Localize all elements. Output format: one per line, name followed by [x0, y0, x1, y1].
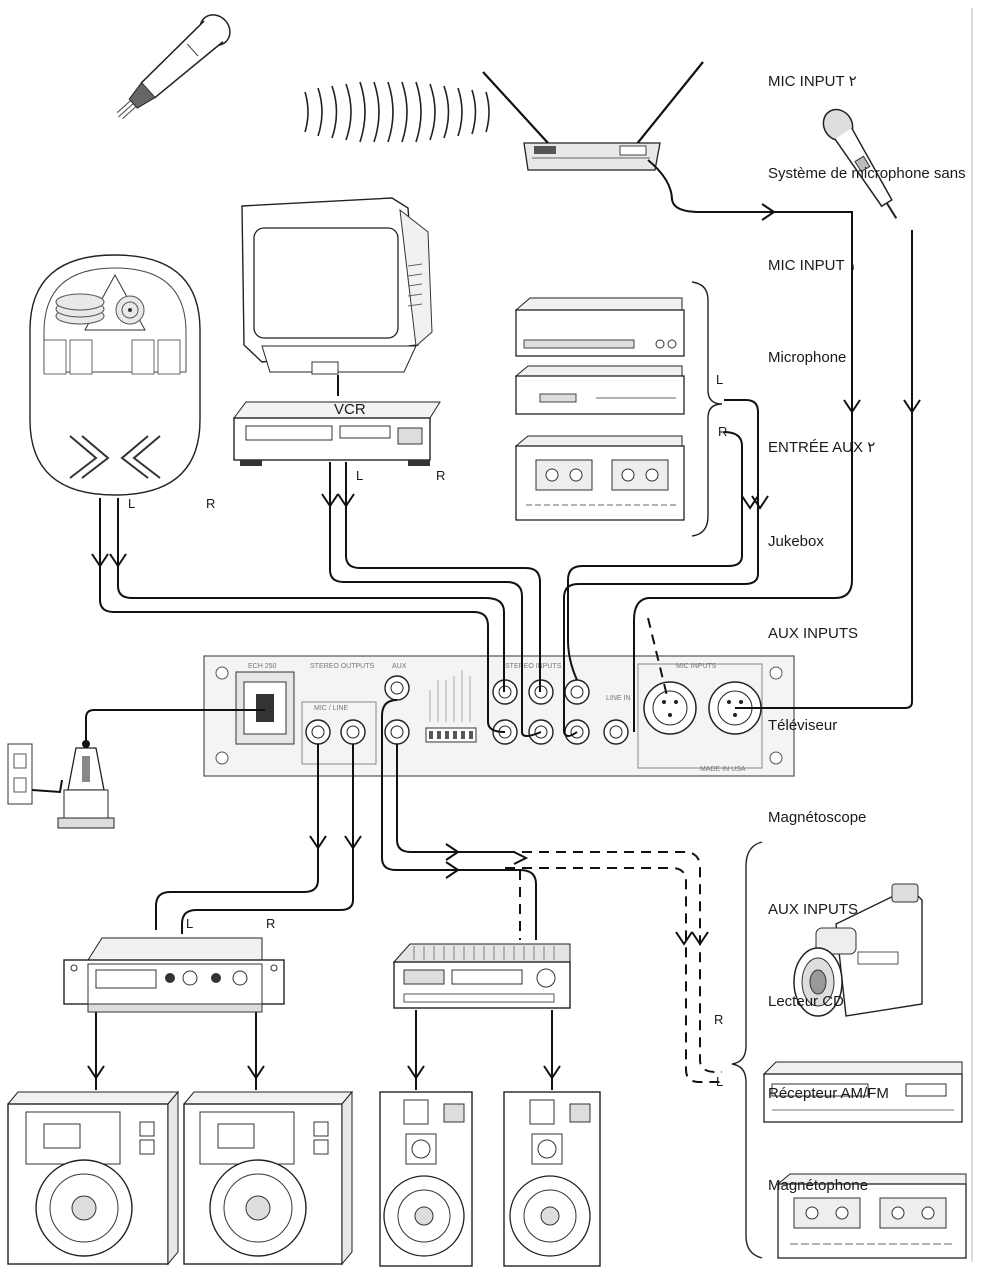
- label-mic-input-2: MIC INPUT ٢: [768, 73, 857, 90]
- stick-microphone-icon: [822, 108, 898, 219]
- jukebox-icon: [29, 254, 201, 496]
- tape-deck-icon: [776, 1173, 967, 1259]
- panel-aux-text: AUX: [392, 663, 407, 670]
- panel-made-in-text: MADE IN USA: [700, 766, 746, 773]
- label-aux-input-2: ENTRÉE AUX ٢: [768, 439, 875, 456]
- mixer-panel: ECH 250 STEREO OUTPUTS MIC / LINE AUX ST…: [203, 655, 795, 777]
- panel-power-text: ECH 250: [248, 663, 277, 670]
- panel-mic-line-text: MIC / LINE: [314, 705, 349, 712]
- amp-right-label: R: [266, 916, 275, 931]
- jukebox-left-label: L: [128, 496, 135, 511]
- label-aux-inputs-top: AUX INPUTS: [768, 625, 858, 642]
- handheld-microphone-icon: [116, 14, 231, 119]
- speaker-right-2-icon: [503, 1091, 601, 1267]
- recorder-left-label: L: [716, 1074, 723, 1089]
- stack-left-label: L: [716, 372, 723, 387]
- stack-right-label: R: [718, 424, 727, 439]
- panel-mic-inputs-text: MIC INPUTS: [676, 663, 717, 670]
- channel-labels: L R L R L R L R R L: [128, 372, 727, 1089]
- label-vcr-fr: Magnétoscope: [768, 809, 866, 826]
- wall-outlet-icon: [7, 743, 63, 805]
- label-tape-deck: Magnétophone: [768, 1177, 868, 1194]
- stereo-amplifier-icon: [392, 943, 571, 1009]
- panel-stereo-inputs-text: STEREO INPUTS: [505, 663, 562, 670]
- vcr-label: VCR: [334, 401, 366, 418]
- curly-brace-top: [691, 281, 723, 537]
- vcr-icon: VCR: [233, 401, 441, 466]
- panel-line-in-text: LINE IN: [606, 695, 631, 702]
- label-wireless-mic: Système de microphone sans: [768, 165, 966, 182]
- camcorder-icon: [793, 883, 923, 1017]
- label-receiver: Récepteur AM/FM: [768, 1085, 889, 1102]
- vcr-left-label: L: [356, 468, 363, 483]
- speaker-right-1-icon: [379, 1091, 473, 1267]
- panel-stereo-outputs-text: STEREO OUTPUTS: [310, 663, 375, 670]
- power-amplifier-icon: [63, 937, 285, 1013]
- television-icon: [241, 197, 433, 396]
- radio-waves-icon: [304, 81, 490, 143]
- amp-left-label: L: [186, 916, 193, 931]
- speaker-left-2-icon: [182, 1090, 354, 1266]
- recorder-right-label: R: [714, 1012, 723, 1027]
- label-television: Téléviseur: [768, 717, 837, 734]
- cables: [85, 159, 913, 1090]
- label-aux-inputs-bottom: AUX INPUTS: [768, 901, 858, 918]
- jukebox-right-label: R: [206, 496, 215, 511]
- curly-brace-bottom: [731, 841, 763, 1259]
- label-mic-input-1: MIC INPUT ١: [768, 257, 857, 274]
- speaker-left-1-icon: [6, 1090, 180, 1266]
- direction-arrows: [87, 203, 921, 1080]
- label-jukebox: Jukebox: [768, 533, 824, 550]
- vcr-right-label: R: [436, 468, 445, 483]
- audio-stack-icon: [514, 297, 685, 521]
- wireless-receiver-icon: [482, 61, 704, 171]
- label-microphone: Microphone: [768, 349, 846, 366]
- receiver-icon: [762, 1061, 963, 1123]
- power-plug-icon: [57, 740, 115, 829]
- legend-labels: MIC INPUT ٢ Système de microphone sans M…: [768, 73, 966, 1194]
- label-cd-player: Lecteur CD: [768, 993, 844, 1010]
